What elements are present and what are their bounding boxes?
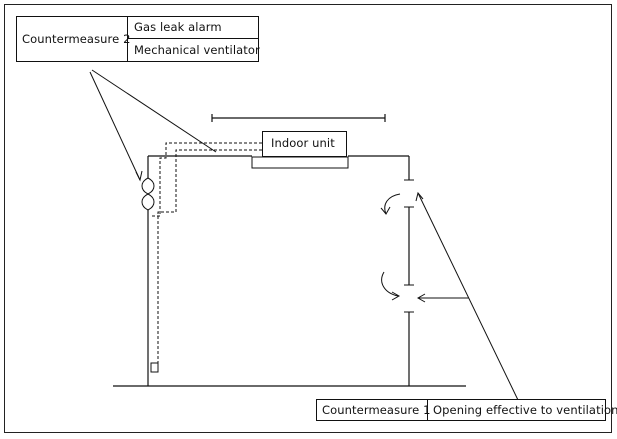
- mechanical-ventilator-label: Mechanical ventilator: [134, 43, 260, 57]
- unit-brace: [211, 114, 386, 122]
- arrowhead-cm1-mid: [416, 293, 426, 303]
- airflow-arrowhead-upper: [380, 206, 391, 215]
- alarm-sensor-icon: [150, 362, 159, 373]
- arrowhead-cm1-top: [415, 191, 424, 202]
- countermeasure1-box: [316, 399, 606, 421]
- countermeasure2-divider-vertical: [127, 16, 128, 62]
- indoor-unit-label: Indoor unit: [271, 136, 335, 150]
- countermeasure1-description: Opening effective to ventilation: [433, 403, 617, 417]
- gas-leak-alarm-label: Gas leak alarm: [134, 20, 222, 34]
- countermeasure2-label: Countermeasure 2: [22, 32, 131, 46]
- diagram-frame: [4, 4, 612, 433]
- leader-cm2-to-wiring: [91, 69, 217, 153]
- ventilator-fan-icon: [141, 177, 155, 211]
- ventilator-wiring: [157, 149, 262, 372]
- alarm-wiring: [150, 142, 262, 217]
- leader-cm2-to-fan: [89, 71, 141, 181]
- countermeasure1-divider: [427, 399, 428, 421]
- airflow-arrow-upper: [384, 193, 401, 215]
- countermeasure1-label: Countermeasure 1: [322, 403, 431, 417]
- arrowhead-cm2-fan: [135, 170, 143, 182]
- countermeasure2-box: [16, 16, 259, 62]
- indoor-unit-box: [262, 131, 347, 157]
- airflow-arrow-lower: [381, 271, 399, 297]
- airflow-arrowhead-lower: [391, 291, 401, 301]
- leader-cm1-to-opening-top: [417, 192, 519, 401]
- countermeasure2-divider-horizontal: [127, 38, 259, 39]
- indoor-unit-base: [251, 156, 349, 169]
